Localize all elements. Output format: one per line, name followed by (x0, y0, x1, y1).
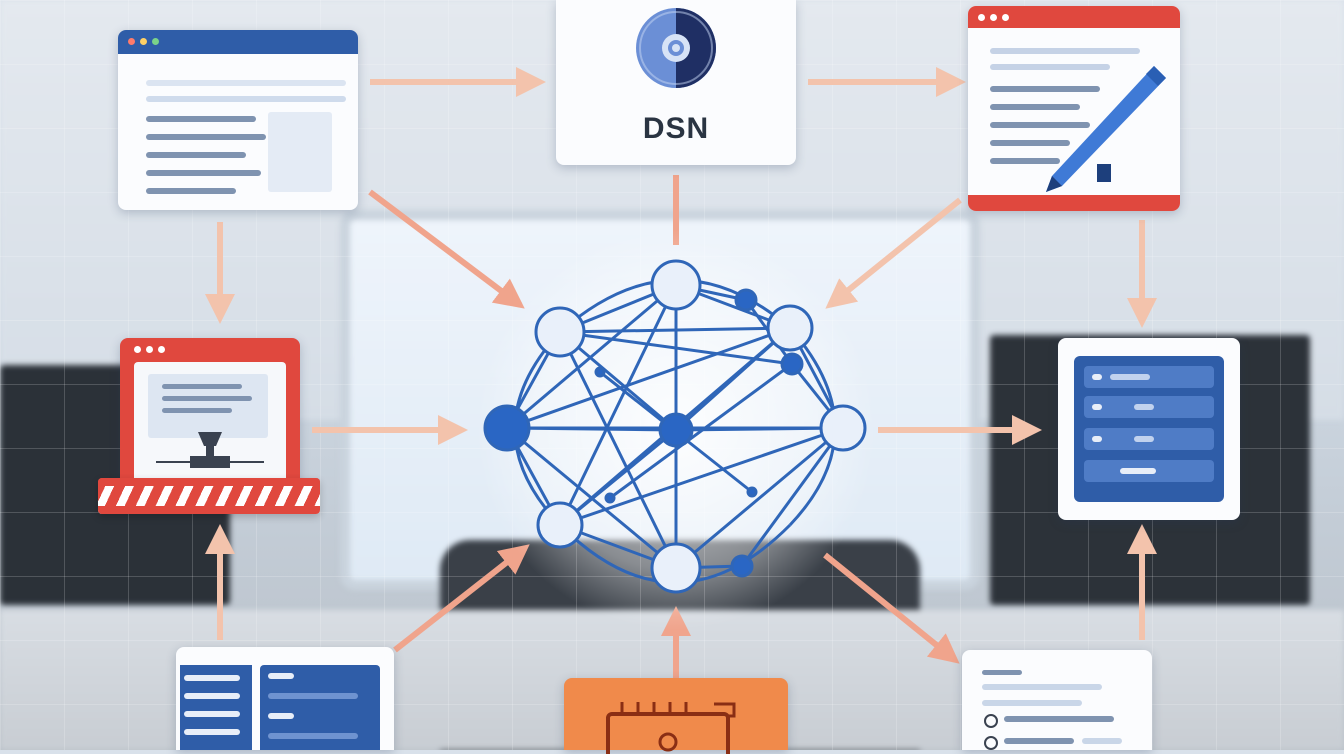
card-bottom-left-table (176, 647, 394, 750)
network-node (730, 554, 754, 578)
network-node (534, 306, 586, 358)
network-edge (559, 330, 793, 366)
network-node (650, 542, 702, 594)
window-controls-icon (128, 38, 159, 45)
card-bottom-chip (564, 678, 788, 754)
arrow-topleft-to-center (368, 189, 525, 309)
arrow-group (205, 67, 1157, 680)
network-node (594, 366, 606, 378)
network-graph (483, 259, 867, 594)
window-controls-icon (134, 346, 165, 353)
window-titlebar (968, 6, 1180, 28)
transfer-icon (156, 432, 264, 468)
network-edge (609, 362, 793, 500)
network-node (604, 492, 616, 504)
network-edge (740, 427, 845, 567)
laptop-base (98, 478, 320, 514)
processor-chip-icon (606, 702, 736, 754)
network-edge (559, 426, 844, 527)
arrow-center-to-bottomright (823, 552, 960, 664)
network-node (650, 259, 702, 311)
window-controls-icon (978, 14, 1009, 21)
network-edge (506, 283, 677, 430)
dsn-label: DSN (642, 112, 710, 145)
card-mid-left-laptop (120, 338, 300, 488)
network-edge (558, 331, 678, 569)
disc-icon (636, 8, 716, 88)
pen-icon (1046, 66, 1166, 192)
card-bottom-right-form (962, 650, 1152, 750)
network-node (819, 404, 867, 452)
card-mid-right-settings (1058, 338, 1240, 520)
network-edge (558, 284, 678, 526)
network-node (766, 304, 814, 352)
arrow-topright-to-center (825, 197, 962, 309)
network-node (483, 404, 531, 452)
laptop-screen (134, 362, 286, 482)
card-top-left-window (118, 30, 358, 210)
network-edge (675, 426, 844, 570)
card-dsn: DSN (556, 0, 796, 165)
settings-panel (1074, 356, 1224, 502)
arrow-bottomleft-to-center (393, 544, 530, 653)
network-node (746, 486, 758, 498)
network-node (536, 501, 584, 549)
window-titlebar (118, 30, 358, 54)
network-node (780, 352, 804, 376)
network-node (658, 412, 694, 448)
network-edge (506, 326, 791, 430)
network-node (734, 288, 758, 312)
card-top-right-editor (968, 6, 1180, 211)
